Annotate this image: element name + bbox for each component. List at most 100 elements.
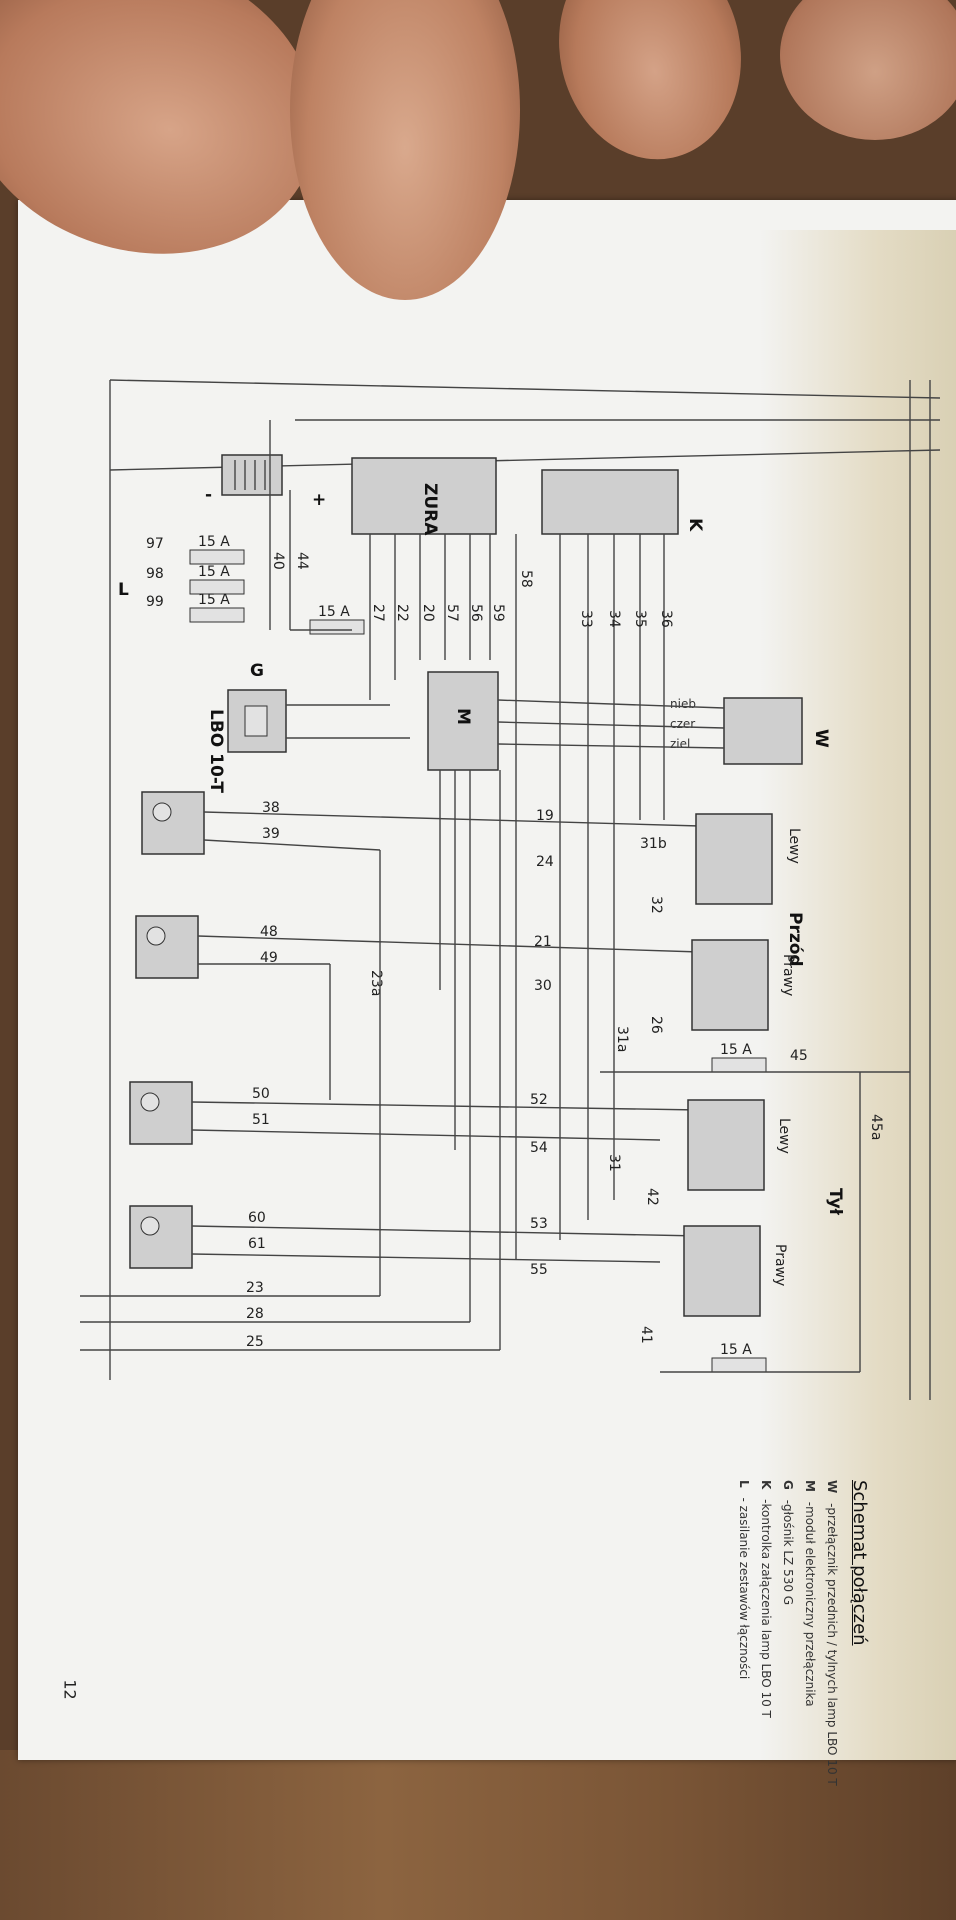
wire-number: 44 <box>294 552 310 570</box>
zura-wires <box>369 534 517 1260</box>
wire-number: 36 <box>658 610 674 628</box>
fuse-label: 15 A <box>720 1342 752 1358</box>
m-module-box <box>427 671 499 771</box>
speaker-icon <box>244 705 268 737</box>
finger-shape <box>290 0 520 300</box>
legend-key: K <box>759 1480 773 1490</box>
legend-item: K -kontrolka załączenia lamp LBO 10 T <box>759 1480 773 1860</box>
wire-number: 55 <box>530 1262 548 1278</box>
legend-key: G <box>781 1480 795 1490</box>
wire-number: 50 <box>252 1086 270 1102</box>
legend-item: M -moduł elektroniczny przełącznika <box>803 1480 817 1860</box>
k-label: K <box>685 518 705 532</box>
wire-number: 52 <box>530 1092 548 1108</box>
page-number: 12 <box>60 1679 80 1700</box>
switch-label: nieb <box>670 697 696 711</box>
wire-number: 56 <box>468 604 484 622</box>
legend-key: M <box>803 1480 817 1492</box>
finger-shape <box>780 0 956 140</box>
fuse-label: 15 A <box>198 592 230 608</box>
lamp-wires <box>80 811 701 1351</box>
wire-number: 54 <box>530 1140 548 1156</box>
lamp-icon <box>140 802 172 1236</box>
fuse-block <box>189 549 767 1373</box>
wire-number: 30 <box>534 978 552 994</box>
legend-item: G -głośnik LZ 530 G <box>781 1480 795 1860</box>
fuse-label: 15 A <box>318 604 350 620</box>
k-indicator-box <box>541 469 679 535</box>
wire-number: 23a <box>368 970 384 996</box>
wire-number: 35 <box>632 610 648 628</box>
wire-number: 53 <box>530 1216 548 1232</box>
wire-number: 57 <box>444 604 460 622</box>
zura-label: ZURA <box>420 483 440 536</box>
k-wires <box>559 534 665 1240</box>
wire-number: 32 <box>648 896 664 914</box>
wire-number: 48 <box>260 924 278 940</box>
wire-number: 61 <box>248 1236 266 1252</box>
interconnect-wires <box>329 770 910 1373</box>
legend-text: -głośnik LZ 530 G <box>781 1499 795 1606</box>
wire-number: 49 <box>260 950 278 966</box>
wire-number: 45a <box>868 1114 884 1140</box>
battery-minus-label: - <box>205 485 212 505</box>
wire-number: 42 <box>644 1188 660 1206</box>
legend-text: -przełącznik przednich / tylnych lamp LB… <box>825 1503 839 1786</box>
wire-number: 28 <box>246 1306 264 1322</box>
fuse-label: 15 A <box>720 1042 752 1058</box>
wire-number: 38 <box>262 800 280 816</box>
legend-text: -moduł elektroniczny przełącznika <box>803 1501 817 1707</box>
fuse-label: 15 A <box>198 534 230 550</box>
battery-symbol <box>221 454 283 496</box>
tyl-label: Tył <box>825 1188 845 1216</box>
legend-key: W <box>825 1480 839 1494</box>
relay-boxes <box>683 813 773 1317</box>
wire-number: 25 <box>246 1334 264 1350</box>
fuse-wire-number: 99 <box>146 594 164 610</box>
wire-number: 21 <box>534 934 552 950</box>
switch-label: czer <box>670 717 695 731</box>
zura-box <box>351 457 497 535</box>
page-stain <box>760 230 956 1760</box>
wire-number: 60 <box>248 1210 266 1226</box>
wire-number: 39 <box>262 826 280 842</box>
wire-number: 19 <box>536 808 554 824</box>
lbo-label: LBO 10-T <box>206 709 226 793</box>
lamp-boxes <box>129 791 205 1269</box>
lewy-label: Lewy <box>786 828 802 864</box>
wire-number: 20 <box>420 604 436 622</box>
legend-key: L <box>737 1480 751 1488</box>
legend-item: W -przełącznik przednich / tylnych lamp … <box>825 1480 839 1860</box>
w-switch-box <box>723 697 803 765</box>
prawy-label: Prawy <box>772 1244 788 1286</box>
switch-label: ziel <box>670 737 690 751</box>
wire-number: 40 <box>270 552 286 570</box>
l-label: L <box>118 580 129 600</box>
bus-lines <box>109 379 941 1400</box>
fuse-wire-number: 97 <box>146 536 164 552</box>
wire-number: 24 <box>536 854 554 870</box>
g-label: G <box>250 661 264 681</box>
wire-number: 22 <box>394 604 410 622</box>
legend-text: -kontrolka załączenia lamp LBO 10 T <box>759 1499 773 1718</box>
przod-label: Przód <box>785 912 805 967</box>
w-label: W <box>811 729 831 748</box>
wire-number: 51 <box>252 1112 270 1128</box>
wire-number: 31a <box>614 1026 630 1052</box>
wire-number: 45 <box>790 1048 808 1064</box>
wire-number: 31 <box>606 1154 622 1172</box>
wire-number: 27 <box>370 604 386 622</box>
wooden-surface <box>0 1750 956 1920</box>
legend-item: L - zasilanie zestawów łączności <box>737 1480 751 1860</box>
legend-area: Schemat połączeń W -przełącznik przednic… <box>650 1480 870 1860</box>
wire-number: 59 <box>490 604 506 622</box>
wire-number: 33 <box>578 610 594 628</box>
wire-number: 26 <box>648 1016 664 1034</box>
fuse-wire-number: 98 <box>146 566 164 582</box>
diagram-title: Schemat połączeń <box>849 1480 870 1646</box>
wire-number: 58 <box>518 570 534 588</box>
legend-text: - zasilanie zestawów łączności <box>737 1497 751 1680</box>
wire-number: 41 <box>638 1326 654 1344</box>
